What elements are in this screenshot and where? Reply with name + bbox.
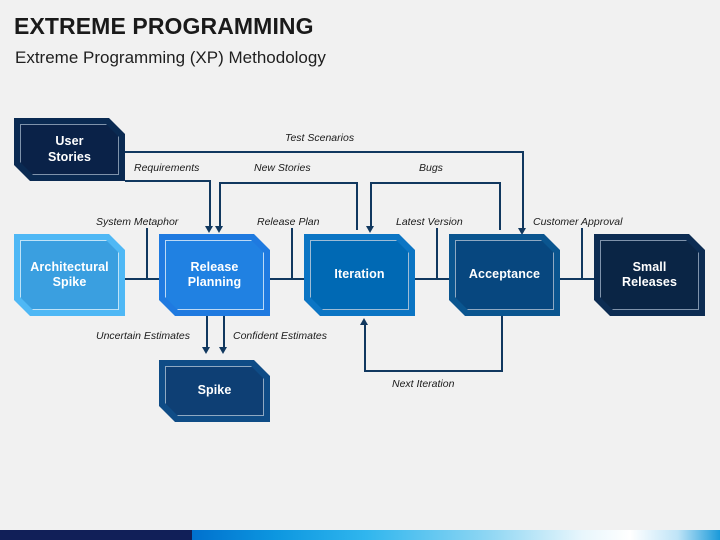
edge-next-iteration-right-vertical: [501, 316, 503, 372]
node-architectural-spike-label-line1: Architectural: [30, 259, 109, 274]
edge-system-metaphor-vertical: [146, 228, 148, 280]
node-acceptance[interactable]: Acceptance: [449, 234, 560, 316]
edge-confident-estimates-vertical: [223, 316, 225, 348]
edge-iteration-to-acceptance-line: [415, 278, 451, 280]
edge-label-test-scenarios: Test Scenarios: [285, 132, 355, 144]
node-spike-body: [165, 366, 264, 416]
edge-new-stories-arrowhead: [215, 226, 223, 233]
edge-requirements-vertical: [209, 180, 211, 226]
node-iteration-body: [310, 240, 409, 310]
edge-latest-version-vertical: [436, 228, 438, 280]
node-architectural-spike-label-line2: Spike: [52, 275, 87, 289]
edge-label-release-plan: Release Plan: [257, 216, 320, 228]
edge-acceptance-to-releases-line: [560, 278, 596, 280]
node-release-planning-label-line1: Release: [190, 259, 239, 274]
node-user-stories-label: User Stories: [14, 118, 125, 181]
edge-next-iteration-arrowhead: [360, 318, 368, 325]
edge-label-requirements: Requirements: [134, 162, 200, 174]
node-small-releases-label-line1: Small: [632, 259, 667, 274]
edge-new-stories-right-vertical: [356, 182, 358, 230]
page-title: EXTREME PROGRAMMING: [14, 13, 314, 39]
edge-label-system-metaphor: System Metaphor: [96, 216, 179, 228]
node-acceptance-body: [455, 240, 554, 310]
edge-customer-approval-vertical: [581, 228, 583, 280]
edge-requirements-arrowhead: [205, 226, 213, 233]
edge-release-plan-vertical: [291, 228, 293, 280]
node-user-stories-body: [20, 124, 119, 175]
page-subtitle: Extreme Programming (XP) Methodology: [15, 48, 326, 67]
edge-next-iteration-horizontal: [364, 370, 503, 372]
edge-label-confident-estimates: Confident Estimates: [233, 330, 327, 342]
edge-new-stories-horizontal: [219, 182, 358, 184]
edge-bugs-left-vertical: [370, 182, 372, 226]
edge-confident-estimates-arrowhead: [219, 347, 227, 354]
edge-bugs-horizontal: [370, 182, 501, 184]
edge-label-customer-approval: Customer Approval: [533, 216, 623, 228]
node-release-planning-body: [165, 240, 264, 310]
node-release-planning[interactable]: Release Planning: [159, 234, 270, 316]
edge-label-bugs: Bugs: [419, 162, 443, 174]
edge-uncertain-estimates-arrowhead: [202, 347, 210, 354]
node-user-stories[interactable]: User Stories: [14, 118, 125, 181]
edge-new-stories-left-vertical: [219, 182, 221, 226]
edge-bugs-right-vertical: [499, 182, 501, 230]
edge-archspike-to-release-line: [125, 278, 161, 280]
node-release-planning-label: Release Planning: [159, 234, 270, 316]
node-iteration[interactable]: Iteration: [304, 234, 415, 316]
node-spike-label: Spike: [197, 383, 232, 398]
node-small-releases-label: Small Releases: [594, 234, 705, 316]
bottom-accent-bar: [0, 530, 720, 540]
edge-release-to-iteration-line: [270, 278, 306, 280]
node-architectural-spike-body: [20, 240, 119, 310]
edge-test-scenarios-horizontal: [125, 151, 524, 153]
bottom-bar-dark-segment: [0, 530, 192, 540]
node-small-releases-body: [600, 240, 699, 310]
edge-label-uncertain-estimates: Uncertain Estimates: [96, 330, 190, 342]
node-small-releases[interactable]: Small Releases: [594, 234, 705, 316]
edge-label-latest-version: Latest Version: [396, 216, 463, 228]
node-acceptance-label: Acceptance: [468, 267, 541, 282]
edge-label-next-iteration: Next Iteration: [392, 378, 455, 390]
edge-test-scenarios-vertical: [522, 151, 524, 229]
bottom-bar-gradient-segment: [192, 530, 720, 540]
node-architectural-spike[interactable]: Architectural Spike: [14, 234, 125, 316]
node-spike[interactable]: Spike: [159, 360, 270, 422]
node-small-releases-label-line2: Releases: [621, 275, 677, 289]
node-architectural-spike-label: Architectural Spike: [14, 234, 125, 316]
node-release-planning-label-line2: Planning: [187, 275, 242, 289]
edge-requirements-horizontal: [125, 180, 211, 182]
edge-uncertain-estimates-vertical: [206, 316, 208, 348]
node-user-stories-label-line2: Stories: [47, 149, 92, 164]
edge-bugs-arrowhead: [366, 226, 374, 233]
edge-label-new-stories: New Stories: [254, 162, 311, 174]
node-user-stories-label-line1: User: [55, 134, 84, 149]
node-iteration-label: Iteration: [334, 267, 385, 282]
edge-next-iteration-left-vertical: [364, 325, 366, 371]
edge-test-scenarios-arrowhead: [518, 228, 526, 235]
